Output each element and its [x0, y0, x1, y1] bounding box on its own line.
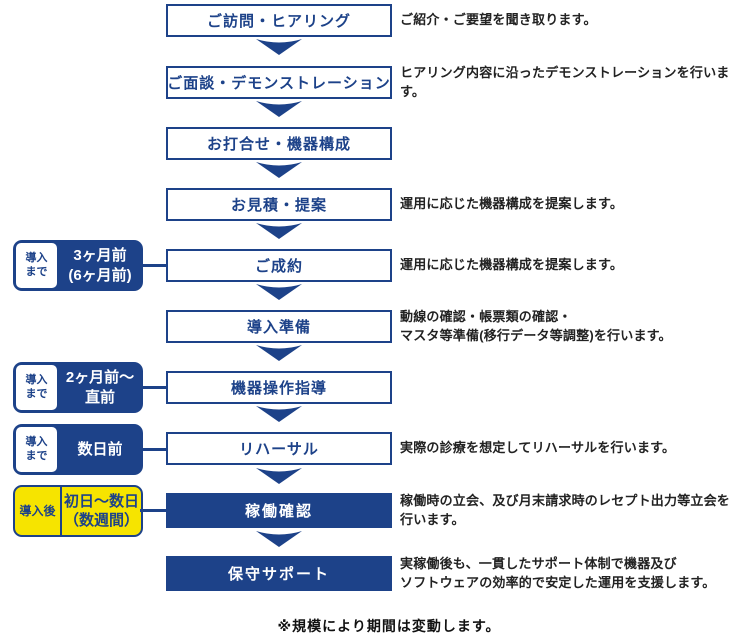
- step-box-demo: ご面談・デモンストレーション: [166, 66, 392, 99]
- step-box-estimate: お見積・提案: [166, 188, 392, 221]
- flow-arrow-down-icon: [256, 162, 302, 178]
- timeline-badge-golive: 導入後 初日〜数日 （数週間）: [13, 485, 143, 537]
- step-box-rehearsal: リハーサル: [166, 432, 392, 465]
- step-label: ご訪問・ヒアリング: [206, 13, 351, 30]
- connector-line: [140, 264, 168, 267]
- step-box-meeting-config: お打合せ・機器構成: [166, 127, 392, 160]
- step-description: 運用に応じた機器構成を提案します。: [400, 257, 624, 273]
- flow-arrow-down-icon: [256, 101, 302, 117]
- timeline-badge-rehearsal: 導入 まで 数日前: [13, 424, 143, 475]
- step-description: 動線の確認・帳票類の確認・ マスタ等準備(移行データ等調整)を行います。: [400, 308, 672, 343]
- step-label: 導入準備: [246, 319, 311, 336]
- timeline-period: 初日〜数日 （数週間）: [63, 492, 139, 530]
- step-label: お見積・提案: [230, 197, 327, 214]
- step-label: 機器操作指導: [230, 380, 327, 397]
- flow-arrow-down-icon: [256, 468, 302, 484]
- flow-arrow-down-icon: [256, 345, 302, 361]
- step-label: 稼働確認: [244, 503, 313, 520]
- step-description: 運用に応じた機器構成を提案します。: [400, 196, 624, 212]
- step-box-training: 機器操作指導: [166, 371, 392, 404]
- timeline-tag: 導入 まで: [16, 243, 57, 288]
- step-description: 実稼働後も、一貫したサポート体制で機器及び ソフトウェアの効率的で安定した運用を…: [400, 555, 716, 590]
- footnote: ※規模により期間は変動します。: [277, 618, 501, 634]
- step-description: 稼働時の立会、及び月末請求時のレセプト出力等立会を 行います。: [400, 492, 731, 527]
- step-box-maintenance: 保守サポート: [166, 556, 392, 591]
- timeline-period: 数日前: [77, 440, 123, 458]
- step-description: ご紹介・ご要望を聞き取ります。: [400, 12, 597, 28]
- step-label: 保守サポート: [227, 566, 330, 583]
- timeline-period: 2ヶ月前〜 直前: [65, 369, 135, 406]
- timeline-badge-training: 導入 まで 2ヶ月前〜 直前: [13, 362, 143, 413]
- timeline-period: 3ヶ月前 (6ヶ月前): [68, 247, 132, 284]
- flow-arrow-down-icon: [256, 531, 302, 547]
- step-box-visit-hearing: ご訪問・ヒアリング: [166, 4, 392, 37]
- step-box-contract: ご成約: [166, 249, 392, 282]
- step-label: ご面談・デモンストレーション: [167, 75, 391, 92]
- step-description: ヒアリング内容に沿ったデモンストレーションを行います。: [400, 64, 730, 99]
- step-box-golive-check: 稼働確認: [166, 493, 392, 528]
- timeline-tag: 導入 まで: [16, 427, 57, 472]
- timeline-tag: 導入後: [15, 487, 62, 535]
- flow-arrow-down-icon: [256, 284, 302, 300]
- step-label: お打合せ・機器構成: [206, 136, 351, 153]
- flow-arrow-down-icon: [256, 39, 302, 55]
- timeline-tag: 導入 まで: [16, 365, 57, 410]
- step-label: リハーサル: [239, 441, 319, 458]
- connector-line: [140, 509, 168, 512]
- flow-arrow-down-icon: [256, 223, 302, 239]
- step-description: 実際の診療を想定してリハーサルを行います。: [400, 440, 676, 456]
- connector-line: [140, 386, 168, 389]
- flow-arrow-down-icon: [256, 406, 302, 422]
- connector-line: [140, 448, 168, 451]
- step-label: ご成約: [254, 258, 303, 275]
- timeline-badge-contract: 導入 まで 3ヶ月前 (6ヶ月前): [13, 240, 143, 291]
- step-box-preparation: 導入準備: [166, 310, 392, 343]
